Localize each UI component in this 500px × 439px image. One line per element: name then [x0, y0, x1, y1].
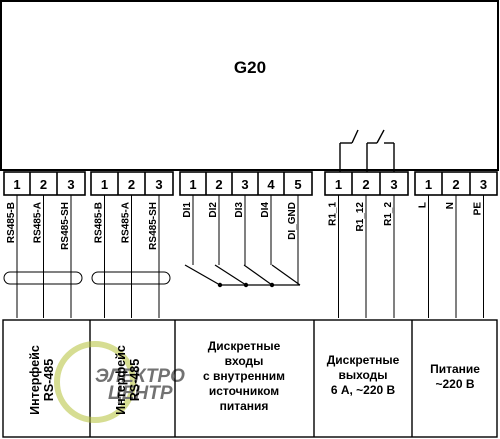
signal-label-di3: DI3 — [234, 202, 245, 218]
signal-label-di1: DI1 — [182, 202, 193, 218]
terminal-blocks: 1 2 3 1 2 3 1 2 3 4 5 1 2 3 1 2 3 — [3, 171, 498, 196]
signal-label-rs485-a: RS485-A — [121, 202, 132, 243]
terminal-pin-discrete-outputs-2: 2 — [362, 177, 369, 192]
signal-label-r1-12: R1_12 — [355, 202, 366, 232]
terminal-pin-discrete-inputs-3: 3 — [241, 177, 248, 192]
signal-label-r1-2: R1_2 — [383, 202, 394, 226]
terminal-block-discrete-outputs: 1 2 3 — [324, 171, 409, 196]
legend-discrete-outputs-line-3: 6 А, ~220 В — [331, 383, 396, 397]
legend-power-line-1: Питание — [430, 362, 480, 376]
terminal-pin-discrete-inputs-1: 1 — [189, 177, 196, 192]
legend-discrete-inputs-line-3: с внутренним — [203, 369, 285, 383]
signal-label-l: L — [418, 202, 429, 208]
terminal-block-power: 1 2 3 — [414, 171, 498, 196]
signal-label-di4: DI4 — [260, 202, 271, 218]
input-junction-dots — [217, 282, 275, 288]
terminal-pin-rs485-2-3: 3 — [155, 177, 162, 192]
signal-label-pe: PE — [473, 202, 484, 216]
terminal-pin-rs485-2-2: 2 — [128, 177, 135, 192]
terminal-pin-rs485-2-1: 1 — [101, 177, 108, 192]
terminal-pin-power-1: 1 — [425, 177, 432, 192]
terminal-pin-rs485-1-2: 2 — [40, 177, 47, 192]
legend-discrete-outputs-line-1: Дискретные — [327, 353, 400, 367]
terminal-pin-discrete-inputs-5: 5 — [294, 177, 301, 192]
watermark-logo: ЭЛЕКТРО ЦЕНТР — [54, 341, 185, 423]
terminal-pin-power-2: 2 — [452, 177, 459, 192]
legend-discrete-inputs-line-5: питания — [220, 399, 269, 413]
terminal-block-rs485-1: 1 2 3 — [3, 171, 86, 196]
legend-table — [2, 319, 498, 438]
svg-text:ЦЕНТР: ЦЕНТР — [108, 383, 173, 404]
legend-rs485-2-line-1: Интерфейс — [114, 345, 128, 415]
legend-discrete-outputs-line-2: выходы — [338, 368, 387, 382]
signal-label-di2: DI2 — [208, 202, 219, 218]
signal-label-di-gnd: DI_GND — [287, 202, 298, 240]
legend-discrete-inputs-line-4: источником — [209, 384, 279, 398]
signal-labels: RS485-B RS485-A RS485-SH RS485-B RS485-A RS48… — [6, 202, 484, 250]
terminal-pin-rs485-1-3: 3 — [67, 177, 74, 192]
legend-power-line-2: ~220 В — [435, 377, 474, 391]
module-title: G20 — [234, 58, 266, 77]
terminal-pin-power-3: 3 — [480, 177, 487, 192]
module-body — [0, 0, 499, 171]
wires — [16, 195, 484, 318]
terminal-pin-discrete-outputs-1: 1 — [335, 177, 342, 192]
legend-rs485-1-line-2: RS-485 — [42, 359, 56, 401]
legend-rs485-1-line-1: Интерфейс — [28, 345, 42, 415]
cable-twist-ovals — [3, 271, 171, 285]
signal-label-r1-1: R1_1 — [328, 202, 339, 226]
terminal-pin-discrete-inputs-4: 4 — [267, 177, 275, 192]
terminal-block-discrete-inputs: 1 2 3 4 5 — [179, 171, 313, 196]
signal-label-rs485-sh: RS485-SH — [60, 202, 71, 250]
terminal-pin-rs485-1-1: 1 — [13, 177, 20, 192]
signal-label-rs485-b: RS485-B — [94, 202, 105, 243]
legend-rs485-2-line-2: RS-485 — [128, 359, 142, 401]
terminal-pin-discrete-outputs-3: 3 — [390, 177, 397, 192]
legend-discrete-inputs-line-2: входы — [225, 354, 264, 368]
signal-label-rs485-a: RS485-A — [33, 202, 44, 243]
signal-label-rs485-b: RS485-B — [6, 202, 17, 243]
input-switch-symbols — [184, 264, 301, 286]
legend-discrete-inputs-line-1: Дискретные — [208, 339, 281, 353]
signal-label-n: N — [445, 202, 456, 209]
terminal-block-rs485-2: 1 2 3 — [90, 171, 174, 196]
terminal-pin-discrete-inputs-2: 2 — [215, 177, 222, 192]
svg-text:ЭЛЕКТРО: ЭЛЕКТРО — [95, 366, 185, 387]
signal-label-rs485-sh: RS485-SH — [148, 202, 159, 250]
relay-contact-symbol — [339, 129, 395, 172]
